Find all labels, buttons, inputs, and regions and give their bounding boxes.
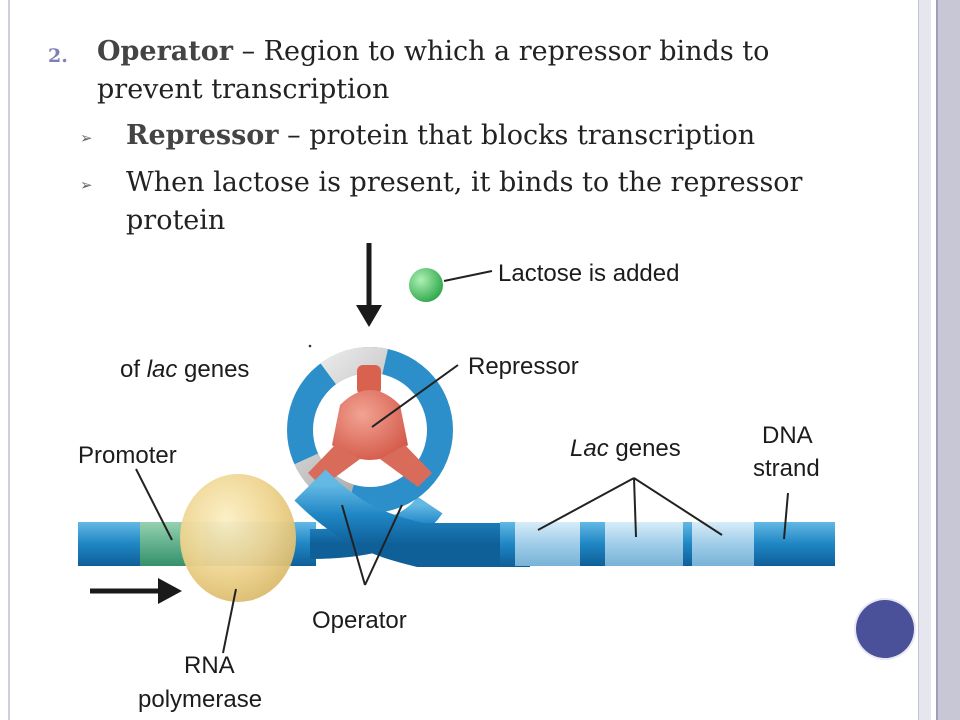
of-lac-genes-text: of lac genes [120, 356, 249, 383]
sub-bullet-lactose: ➢ When lactose is present, it binds to t… [80, 164, 860, 240]
term-operator: Operator [97, 36, 234, 67]
operator-leader-right [364, 504, 403, 586]
operator-leader-left [341, 504, 366, 586]
lac-gene-2 [605, 522, 683, 566]
repressor-label: Repressor [468, 353, 579, 380]
down-arrow-icon [356, 243, 382, 327]
lactose-leader-line [443, 270, 493, 282]
label-segment: of [120, 356, 147, 383]
decorative-circle [856, 600, 914, 658]
operator-label: Operator [312, 607, 407, 634]
label-segment: genes [177, 356, 249, 383]
rna-label-line1: RNA [184, 652, 235, 679]
dna-label-line2: strand [753, 455, 820, 482]
italic-lac-word: Lac [570, 435, 609, 462]
operator-definition: – Region to which a repressor binds to p… [97, 36, 770, 105]
of-lac-genes-label: of lac genes [120, 356, 249, 383]
lac-genes-leader-2 [633, 477, 637, 538]
repressor-leader-line [371, 364, 459, 428]
arrow-bullet-icon: ➢ [80, 176, 93, 194]
rna-polymerase [180, 474, 296, 602]
rna-label-line2: polymerase [138, 686, 262, 713]
lactose-molecule [409, 268, 443, 302]
slide-right-band-outer [936, 0, 960, 720]
rna-polymerase-leader [222, 588, 237, 654]
label-segment: genes [609, 435, 681, 462]
bullet-item-operator: 2. Operator – Region to which a represso… [48, 33, 848, 109]
term-repressor: Repressor [126, 120, 279, 151]
sub-bullet-repressor: ➢ Repressor – protein that blocks transc… [80, 117, 860, 155]
dna-leader-line [783, 492, 789, 540]
lac-genes-leader-1 [537, 477, 635, 531]
stray-dot [308, 344, 312, 348]
lac-genes-label: Lac genes [570, 435, 681, 462]
lac-operon-diagram: Lactose is added of lac genes Repressor … [78, 243, 835, 713]
slide-right-band-inner [918, 0, 931, 720]
lactose-statement: When lactose is present, it binds to the… [126, 167, 803, 236]
lac-gene-1 [515, 522, 580, 566]
lactose-label: Lactose is added [498, 260, 679, 287]
lac-genes-leader-3 [633, 477, 723, 536]
arrow-bullet-icon: ➢ [80, 129, 93, 147]
lac-gene-3 [692, 522, 754, 566]
slide-left-rule [8, 0, 10, 720]
right-arrow-icon [90, 578, 182, 604]
bullet-number: 2. [48, 45, 68, 67]
promoter-label: Promoter [78, 442, 177, 469]
operator-segment-right [287, 347, 453, 513]
repressor-definition: – protein that blocks transcription [278, 120, 756, 151]
dna-label-line1: DNA [762, 422, 813, 449]
italic-lac-word: lac [147, 356, 178, 383]
promoter-leader-line [135, 468, 173, 541]
repressor-protein [308, 365, 432, 487]
dna-crossing-strand [294, 469, 530, 567]
